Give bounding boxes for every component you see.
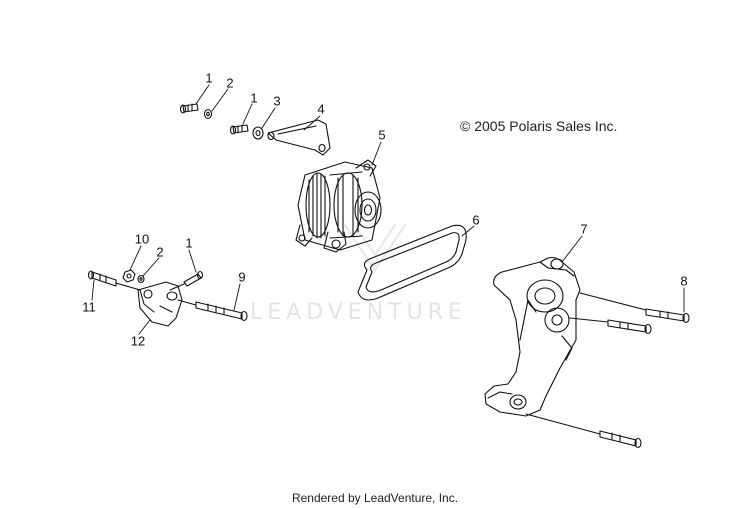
alternator-part-5 bbox=[295, 159, 382, 253]
callout-9: 9 bbox=[238, 269, 246, 285]
bolt-part-1-top bbox=[179, 103, 199, 114]
copyright-text: © 2005 Polaris Sales Inc. bbox=[460, 118, 618, 134]
callout-12: 12 bbox=[130, 333, 146, 349]
callout-8: 8 bbox=[680, 273, 688, 289]
bolt-part-1-middle bbox=[229, 124, 249, 135]
callout-11: 11 bbox=[82, 299, 96, 315]
belt-part-6 bbox=[357, 224, 467, 301]
footer-credit: Rendered by LeadVenture, Inc. bbox=[291, 491, 459, 505]
bolt-part-8-lower bbox=[525, 413, 642, 449]
bolt-part-8-middle bbox=[569, 317, 652, 335]
callout-7: 7 bbox=[580, 221, 588, 237]
bolt-part-1-left bbox=[169, 270, 204, 291]
nut-part-10 bbox=[122, 269, 136, 283]
callout-10: 10 bbox=[134, 231, 150, 247]
callout-1-middle: 1 bbox=[250, 90, 258, 106]
tensioner-bracket-part-12 bbox=[137, 281, 183, 327]
mounting-bracket-part-7 bbox=[484, 256, 581, 417]
callout-6: 6 bbox=[472, 212, 480, 228]
watermark-text: LEADVENTURE bbox=[250, 300, 467, 325]
bolt-part-11 bbox=[87, 270, 141, 291]
washer-part-2-left bbox=[137, 274, 145, 284]
callout-5: 5 bbox=[378, 127, 386, 143]
callout-4: 4 bbox=[317, 101, 325, 117]
callout-1-top: 1 bbox=[205, 70, 213, 86]
watermark-emblem bbox=[344, 224, 406, 271]
bracket-part-4 bbox=[267, 119, 331, 156]
callout-2-top: 2 bbox=[226, 75, 234, 91]
leader-lines bbox=[91, 84, 685, 335]
bolt-part-9 bbox=[177, 299, 248, 322]
callout-2-left: 2 bbox=[156, 244, 164, 260]
callout-3: 3 bbox=[273, 93, 281, 109]
callout-1-left: 1 bbox=[185, 235, 193, 251]
bolt-part-8-upper bbox=[579, 292, 690, 324]
spacer-part-3 bbox=[252, 126, 264, 140]
washer-part-2-top bbox=[203, 108, 213, 120]
